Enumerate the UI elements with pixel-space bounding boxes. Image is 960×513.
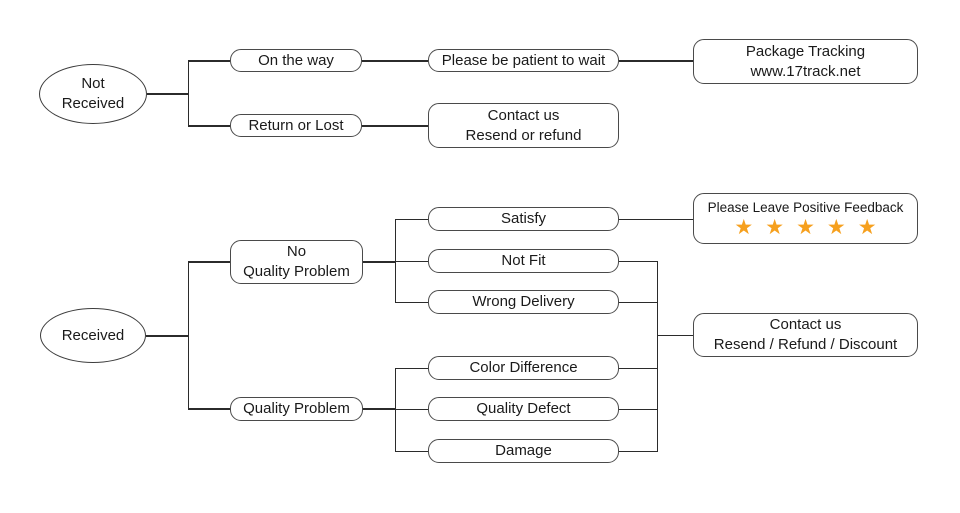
- node-received: Received: [40, 308, 146, 363]
- node-not-fit: Not Fit: [428, 249, 619, 273]
- connector-line: [188, 60, 230, 62]
- connector-line: [146, 335, 188, 337]
- node-no-quality-problem: No Quality Problem: [230, 240, 363, 284]
- connector-line: [395, 408, 428, 410]
- connector-line: [619, 301, 657, 303]
- connector-line: [619, 450, 657, 452]
- node-contact-resend-refund-discount: Contact us Resend / Refund / Discount: [693, 313, 918, 357]
- connector-line: [657, 334, 693, 336]
- connector-line: [395, 301, 428, 303]
- node-color-difference: Color Difference: [428, 356, 619, 380]
- node-damage: Damage: [428, 439, 619, 463]
- positive-feedback-content: Please Leave Positive Feedback ★★★★★: [708, 199, 904, 239]
- connector-line: [619, 260, 657, 262]
- connector-line: [187, 261, 189, 409]
- node-contact-resend-refund: Contact us Resend or refund: [428, 103, 619, 148]
- node-positive-feedback: Please Leave Positive Feedback ★★★★★: [693, 193, 918, 244]
- connector-line: [395, 218, 428, 220]
- connector-line: [188, 261, 230, 263]
- node-satisfy: Satisfy: [428, 207, 619, 231]
- node-quality-problem: Quality Problem: [230, 397, 363, 421]
- connector-line: [619, 218, 693, 220]
- connector-line: [395, 367, 428, 369]
- connector-line: [363, 408, 395, 410]
- connector-line: [395, 450, 428, 452]
- connector-line: [188, 408, 230, 410]
- node-please-be-patient: Please be patient to wait: [428, 49, 619, 72]
- connector-line: [147, 93, 188, 95]
- connector-line: [188, 125, 230, 127]
- connector-line: [619, 367, 657, 369]
- node-not-received: Not Received: [39, 64, 147, 124]
- node-package-tracking: Package Tracking www.17track.net: [693, 39, 918, 84]
- connector-line: [362, 125, 428, 127]
- connector-line: [187, 60, 189, 126]
- node-wrong-delivery: Wrong Delivery: [428, 290, 619, 314]
- connector-line: [656, 261, 658, 452]
- positive-feedback-label: Please Leave Positive Feedback: [707, 199, 904, 215]
- five-star-rating-icon: ★★★★★: [734, 216, 889, 240]
- node-return-or-lost: Return or Lost: [230, 114, 362, 137]
- connector-line: [394, 368, 396, 452]
- connector-line: [619, 60, 693, 62]
- connector-line: [395, 260, 428, 262]
- node-on-the-way: On the way: [230, 49, 362, 72]
- connector-line: [363, 261, 395, 263]
- connector-line: [619, 408, 657, 410]
- node-quality-defect: Quality Defect: [428, 397, 619, 421]
- connector-line: [362, 60, 428, 62]
